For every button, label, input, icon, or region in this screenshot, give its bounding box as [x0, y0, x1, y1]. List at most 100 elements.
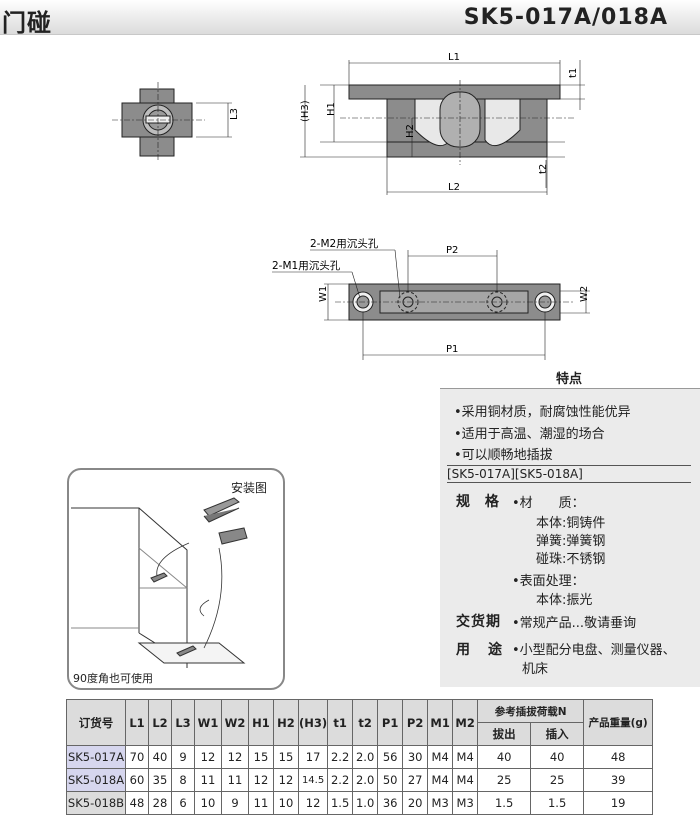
cell-t2: 1.0 — [352, 791, 379, 815]
cell-W2: 9 — [221, 791, 249, 815]
col-header-L2: L2 — [148, 699, 172, 746]
dim-label-W2: W2 — [579, 286, 590, 302]
cell-M2: M3 — [452, 791, 479, 815]
col-header-weight: 产品重量(g) — [583, 699, 654, 746]
top-view-drawing — [272, 249, 590, 360]
cell-insert: 1.5 — [530, 791, 585, 815]
feature-item-1: •采用铜材质，耐腐蚀性能优异 — [454, 405, 631, 420]
cell-L2: 35 — [148, 768, 172, 792]
cell-L1: 70 — [125, 745, 149, 769]
cell-P1: 56 — [377, 745, 404, 769]
col-header-load: 参考插拔荷载N — [477, 699, 585, 723]
col-header-P2: P2 — [402, 699, 429, 746]
cell-model: SK5-018A — [66, 768, 126, 792]
technical-drawings: L3 L1 t1 H1 (H3) H2 L2 t2 — [112, 52, 590, 360]
install-note: 90度角也可使用 — [73, 672, 153, 685]
cell-t2: 2.0 — [352, 768, 379, 792]
cell-model: SK5-017A — [66, 745, 126, 769]
front-view-drawing — [300, 60, 585, 195]
cell-H2: 15 — [273, 745, 299, 769]
dim-label-H1: H1 — [326, 102, 337, 116]
cell-P1: 50 — [377, 768, 404, 792]
model-tags: [SK5-017A][SK5-018A] — [447, 465, 691, 483]
table-subheader-row: 拔出 插入 — [67, 722, 653, 746]
features-panel: •采用铜材质，耐腐蚀性能优异 •适用于高温、潮湿的场合 •可以顺畅地插拔 [SK… — [440, 388, 700, 687]
col-header-t1: t1 — [327, 699, 354, 746]
col-header-L3: L3 — [171, 699, 195, 746]
cell-t1: 2.2 — [327, 745, 354, 769]
cell-M2: M4 — [452, 745, 479, 769]
page-title: 门碰 — [2, 9, 52, 37]
usage-label: 用 途 — [456, 642, 504, 658]
cell-pull: 40 — [477, 745, 532, 769]
cell-weight: 19 — [583, 791, 654, 815]
cell-pull: 1.5 — [477, 791, 532, 815]
col-header-P1: P1 — [377, 699, 404, 746]
cell-P2: 27 — [402, 768, 429, 792]
cell-P2: 20 — [402, 791, 429, 815]
cell-W1: 12 — [194, 745, 222, 769]
surface-label: •表面处理： — [512, 574, 585, 589]
cell-H3: 17 — [297, 745, 329, 769]
dim-label-L1: L1 — [448, 52, 460, 63]
dim-label-W1: W1 — [318, 286, 329, 302]
cell-t2: 2.0 — [352, 745, 379, 769]
cell-L2: 40 — [148, 745, 172, 769]
cell-t1: 1.5 — [327, 791, 354, 815]
material-label: •材 质： — [512, 496, 585, 511]
material-body: 本体:铜铸件 — [536, 516, 606, 531]
col-header-W1: W1 — [194, 699, 222, 746]
usage-value-1: •小型配分电盘、测量仪器、 — [512, 643, 676, 658]
dim-label-t2: t2 — [538, 164, 549, 174]
cell-L3: 6 — [171, 791, 195, 815]
hole-label-m1: 2-M1用沉头孔 — [272, 259, 341, 272]
cell-P2: 30 — [402, 745, 429, 769]
table-header-row: 订货号 L1 L2 L3 W1 W2 H1 H2 (H3) t1 t2 P1 P… — [66, 699, 654, 746]
cell-pull: 25 — [477, 768, 532, 792]
spec-table: 订货号 L1 L2 L3 W1 W2 H1 H2 (H3) t1 t2 P1 P… — [66, 699, 654, 815]
cell-L3: 8 — [171, 768, 195, 792]
cell-H1: 15 — [248, 745, 274, 769]
col-header-M2: M2 — [452, 699, 479, 746]
cell-H3: 12 — [297, 791, 329, 815]
material-spring: 弹簧:弹簧钢 — [536, 534, 606, 549]
col-header-H3: (H3) — [297, 699, 329, 746]
cell-L1: 60 — [125, 768, 149, 792]
delivery-label: 交货期 — [456, 614, 501, 630]
cell-insert: 25 — [530, 768, 585, 792]
cell-W1: 10 — [194, 791, 222, 815]
cell-insert: 40 — [530, 745, 585, 769]
feature-item-3: •可以顺畅地插拔 — [454, 448, 553, 463]
cell-M1: M4 — [427, 745, 454, 769]
install-diagram-panel: 安装图 90度角也可使用 — [67, 468, 285, 690]
col-header-t2: t2 — [352, 699, 379, 746]
cell-t1: 2.2 — [327, 768, 354, 792]
material-ball: 碰珠:不锈钢 — [536, 552, 606, 567]
page-header: 门碰 SK5-017A/018A — [0, 0, 700, 37]
col-header-pull: 拔出 — [477, 722, 532, 746]
features-title: 特点 — [556, 372, 583, 387]
end-view-drawing — [112, 82, 232, 160]
table-row: SK5-018A 60 35 8 11 11 12 12 14.5 2.2 2.… — [66, 768, 654, 792]
cell-H3: 14.5 — [297, 768, 329, 792]
cell-L1: 48 — [125, 791, 149, 815]
table-row: SK5-017A 70 40 9 12 12 15 15 17 2.2 2.0 … — [66, 745, 654, 769]
cell-model: SK5-018B — [66, 791, 126, 815]
cell-W1: 11 — [194, 768, 222, 792]
col-header-L1: L1 — [125, 699, 149, 746]
cell-M1: M3 — [427, 791, 454, 815]
cell-L3: 9 — [171, 745, 195, 769]
delivery-value: •常规产品...敬请垂询 — [512, 616, 637, 631]
col-header-H1: H1 — [248, 699, 274, 746]
cell-P1: 36 — [377, 791, 404, 815]
surface-value: 本体:振光 — [536, 593, 593, 608]
cell-W2: 12 — [221, 745, 249, 769]
dim-label-L3: L3 — [229, 108, 240, 120]
spec-label: 规 格 — [456, 494, 504, 510]
cell-H1: 12 — [248, 768, 274, 792]
dim-label-P2: P2 — [446, 245, 458, 256]
cell-H2: 12 — [273, 768, 299, 792]
dim-label-H2: H2 — [405, 124, 416, 138]
dim-label-L2: L2 — [448, 182, 460, 193]
col-header-model: 订货号 — [66, 699, 126, 746]
